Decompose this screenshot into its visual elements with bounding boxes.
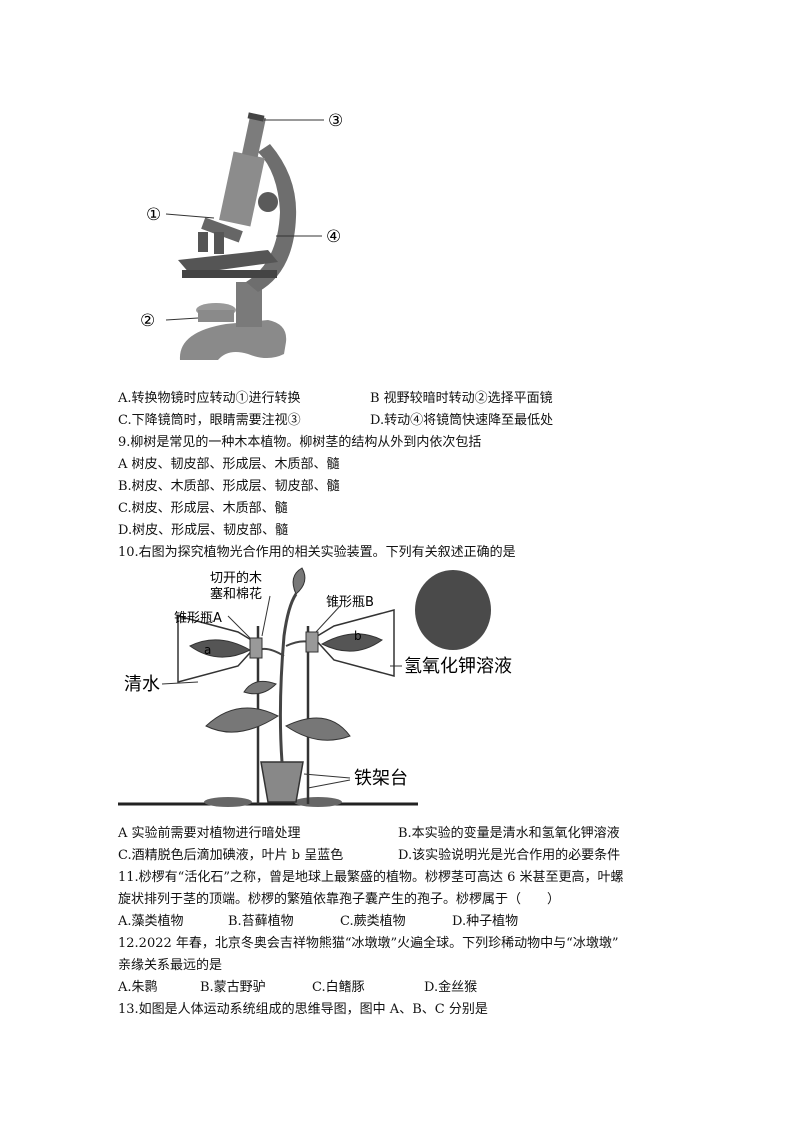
photosynthesis-apparatus-figure: 切开的木 塞和棉花 锥形瓶A 锥形瓶B a b 清水 氢氧化钾溶液 铁架台 [118,566,558,812]
q11-stem-line2: 旋状排列于茎的顶端。桫椤的繁殖依靠孢子囊产生的孢子。桫椤属于（ ） [118,892,561,907]
label-leaf-a: a [204,643,211,657]
q11-option-c: C.蕨类植物 [340,914,406,929]
q11-stem-line1: 11.桫椤有“活化石”之称，曾是地球上最繁盛的植物。桫椤茎可高达 6 米甚至更高… [118,870,624,885]
callout-4: ④ [326,227,341,247]
q12-stem-line2: 亲缘关系最远的是 [118,958,223,973]
callout-2: ② [140,311,155,331]
q10-stem: 10.右图为探究植物光合作用的相关实验装置。下列有关叙述正确的是 [118,545,516,560]
q8-option-b: B 视野较暗时转动②选择平面镜 [370,391,553,406]
q10-option-d: D.该实验说明光是光合作用的必要条件 [398,848,621,863]
q12-option-c: C.白鳍豚 [312,980,365,995]
q10-option-b: B.本实验的变量是清水和氢氧化钾溶液 [398,826,620,841]
microscope-figure: ① ② ③ ④ [118,92,358,382]
q10-option-a: A 实验前需要对植物进行暗处理 [118,826,301,841]
q12-option-b: B.蒙古野驴 [200,980,266,995]
q12-option-a: A.朱鹮 [118,980,158,995]
q9-option-c: C.树皮、形成层、木质部、髓 [118,501,288,516]
q10-option-c: C.酒精脱色后滴加碘液，叶片 b 呈蓝色 [118,848,344,863]
label-cork-line1: 切开的木 [210,570,262,586]
q13-stem: 13.如图是人体运动系统组成的思维导图，图中 A、B、C 分别是 [118,1002,488,1017]
q12-option-d: D.金丝猴 [424,980,478,995]
q12-stem-line1: 12.2022 年春，北京冬奥会吉祥物熊猫“冰墩墩”火遍全球。下列珍稀动物中与“… [118,936,619,951]
label-leaf-b: b [354,629,362,643]
q11-option-b: B.苔藓植物 [228,914,294,929]
q8-option-c: C.下降镜筒时，眼睛需要注视③ [118,413,301,428]
callout-3: ③ [328,111,343,131]
q8-option-d: D.转动④将镜筒快速降至最低处 [370,413,554,428]
q9-option-b: B.树皮、木质部、形成层、韧皮部、髓 [118,479,340,494]
q8-option-a: A.转换物镜时应转动①进行转换 [118,391,301,406]
q9-option-a: A 树皮、韧皮部、形成层、木质部、髓 [118,457,340,472]
label-flask-a: 锥形瓶A [174,611,222,626]
label-cork-line2: 塞和棉花 [210,586,262,602]
callout-1: ① [146,205,161,225]
label-stand: 铁架台 [354,768,408,789]
label-water: 清水 [124,674,160,695]
q11-option-a: A.藻类植物 [118,914,184,929]
label-flask-b: 锥形瓶B [326,595,374,610]
q11-option-d: D.种子植物 [452,914,519,929]
q9-stem: 9.柳树是常见的一种木本植物。柳树茎的结构从外到内依次包括 [118,435,482,450]
q9-option-d: D.树皮、形成层、韧皮部、髓 [118,523,289,538]
label-koh: 氢氧化钾溶液 [404,656,512,677]
